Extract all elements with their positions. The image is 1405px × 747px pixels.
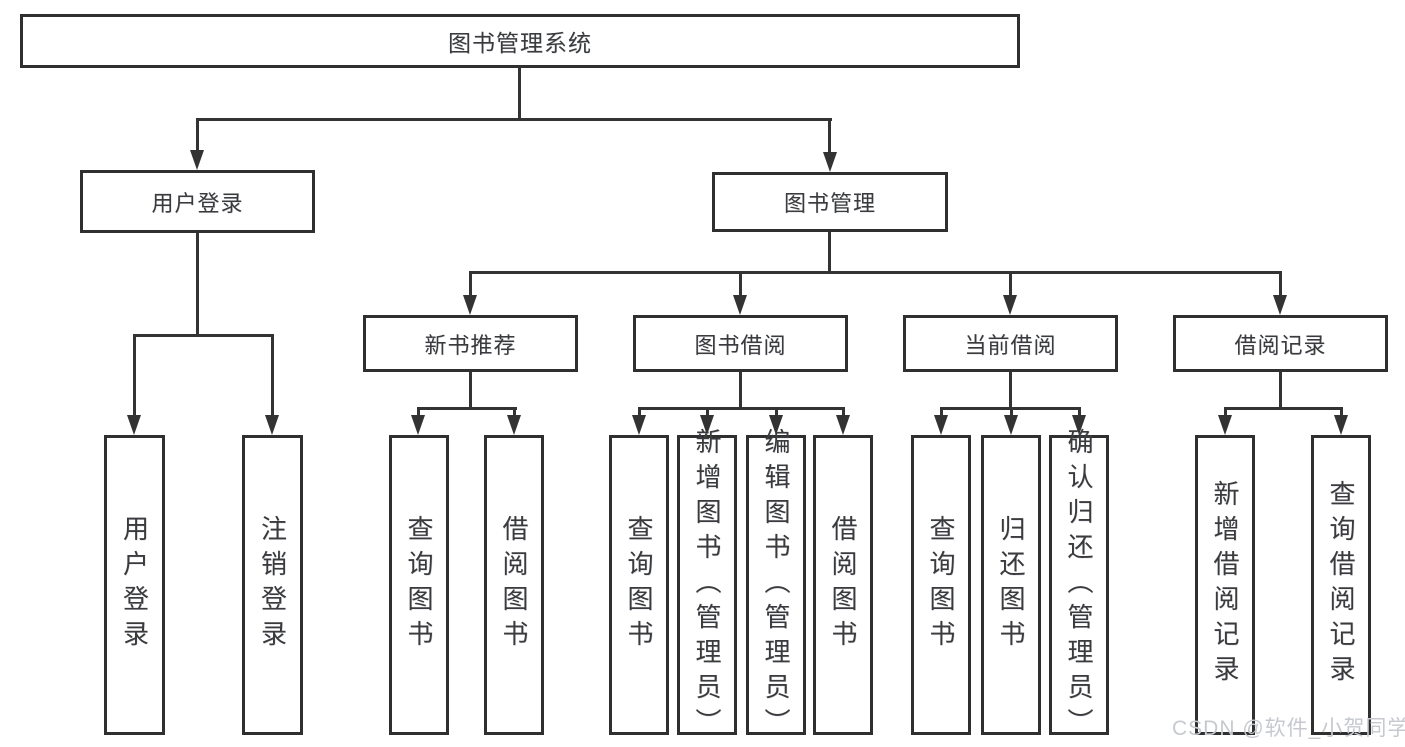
- connector-current-stem: [1009, 372, 1012, 410]
- arrowhead-bb-edit: [769, 415, 783, 435]
- connector-root-stem: [518, 68, 521, 120]
- node-leaf-nb-query-books: 查询图书: [389, 435, 449, 735]
- connector-drop-nb-borrow: [513, 407, 516, 417]
- connector-bookmgmt-stem: [828, 232, 831, 274]
- leaf-label: 查询借阅记录: [1326, 480, 1356, 690]
- connector-drop-bb-add: [706, 407, 709, 417]
- leaf-label: 用户登录: [119, 515, 150, 655]
- node-leaf-bb-query-books: 查询图书: [609, 435, 669, 735]
- leaf-label: 查询图书: [926, 515, 956, 655]
- arrowhead-book-borrow: [733, 295, 747, 315]
- connector-drop-cb-return: [1010, 407, 1013, 417]
- node-borrowing-records: 借阅记录: [1173, 315, 1388, 372]
- leaf-label: 查询图书: [404, 515, 434, 655]
- csdn-watermark: CSDN @软件_小贺同学: [1172, 717, 1405, 740]
- node-leaf-user-login: 用户登录: [104, 435, 165, 735]
- connector-drop-current-borrow: [1009, 271, 1012, 297]
- arrowhead-user-login: [190, 150, 204, 170]
- node-leaf-rec-query-record: 查询借阅记录: [1311, 435, 1371, 735]
- arrowhead-current-borrow: [1003, 295, 1017, 315]
- connector-userlogin-crossbar: [133, 334, 274, 337]
- connector-borrowing-stem: [739, 372, 742, 410]
- node-leaf-logout: 注销登录: [242, 435, 303, 735]
- node-current-borrowing: 当前借阅: [903, 315, 1118, 372]
- connector-drop-rec-add: [1224, 407, 1227, 417]
- node-leaf-bb-add-books-admin: 新增图书（管理员）: [677, 428, 737, 743]
- leaf-label: 注销登录: [257, 515, 288, 655]
- node-leaf-rec-add-record: 新增借阅记录: [1195, 435, 1255, 735]
- connector-records-crossbar: [1224, 407, 1343, 410]
- node-leaf-cb-query-books: 查询图书: [911, 435, 971, 735]
- node-leaf-cb-confirm-return-admin: 确认归还（管理员）: [1049, 428, 1109, 743]
- leaf-label: 确认归还（管理员）: [1064, 427, 1094, 743]
- node-book-management-branch: 图书管理: [712, 172, 948, 232]
- connector-drop-cb-confirm: [1078, 407, 1081, 417]
- connector-drop-nb-query: [417, 407, 420, 417]
- node-leaf-bb-borrow-books: 借阅图书: [813, 435, 873, 735]
- connector-bookmgmt-crossbar: [469, 271, 1282, 274]
- node-user-login-branch: 用户登录: [80, 170, 315, 233]
- connector-drop-user-login: [196, 118, 199, 152]
- node-new-book-recommend: 新书推荐: [363, 315, 578, 372]
- arrowhead-logout-leaf: [265, 415, 279, 435]
- connector-drop-book-management: [828, 118, 831, 153]
- connector-drop-new-books: [469, 271, 472, 297]
- arrowhead-nb-query: [411, 415, 425, 435]
- leaf-label: 编辑图书（管理员）: [761, 427, 791, 743]
- connector-drop-rec-query: [1340, 407, 1343, 417]
- node-leaf-bb-edit-books-admin: 编辑图书（管理员）: [746, 428, 806, 743]
- connector-drop-logout-leaf: [271, 334, 274, 417]
- connector-drop-login-leaf: [133, 334, 136, 417]
- connector-drop-book-borrow: [739, 271, 742, 297]
- leaf-label: 查询图书: [624, 515, 654, 655]
- arrowhead-rec-query: [1334, 415, 1348, 435]
- arrowhead-cb-return: [1004, 415, 1018, 435]
- arrowhead-new-books: [463, 295, 477, 315]
- connector-drop-bb-edit: [775, 407, 778, 417]
- arrowhead-bb-add: [700, 415, 714, 435]
- arrowhead-login-leaf: [127, 415, 141, 435]
- arrowhead-cb-confirm: [1072, 415, 1086, 435]
- connector-drop-bb-query: [638, 407, 641, 417]
- connector-drop-bb-borrow: [842, 407, 845, 417]
- leaf-label: 新增图书（管理员）: [692, 427, 722, 743]
- connector-drop-borrow-records: [1279, 271, 1282, 297]
- arrowhead-borrow-records: [1273, 295, 1287, 315]
- arrowhead-cb-query: [934, 415, 948, 435]
- connector-newbook-stem: [469, 372, 472, 410]
- leaf-label: 归还图书: [996, 515, 1026, 655]
- leaf-label: 新增借阅记录: [1210, 480, 1240, 690]
- arrowhead-rec-add: [1218, 415, 1232, 435]
- arrowhead-nb-borrow: [507, 415, 521, 435]
- arrowhead-bb-query: [632, 415, 646, 435]
- node-library-management-system: 图书管理系统: [20, 14, 1020, 68]
- connector-records-stem: [1279, 372, 1282, 410]
- arrowhead-book-management: [823, 152, 837, 172]
- connector-root-crossbar: [196, 118, 832, 121]
- leaf-label: 借阅图书: [499, 515, 529, 655]
- node-leaf-cb-return-books: 归还图书: [981, 435, 1041, 735]
- connector-borrowing-crossbar: [638, 407, 845, 410]
- connector-newbook-crossbar: [417, 407, 517, 410]
- connector-drop-cb-query: [940, 407, 943, 417]
- node-book-borrowing: 图书借阅: [633, 315, 848, 372]
- leaf-label: 借阅图书: [828, 515, 858, 655]
- arrowhead-bb-borrow: [836, 415, 850, 435]
- connector-userlogin-stem: [196, 233, 199, 337]
- node-leaf-nb-borrow-books: 借阅图书: [484, 435, 544, 735]
